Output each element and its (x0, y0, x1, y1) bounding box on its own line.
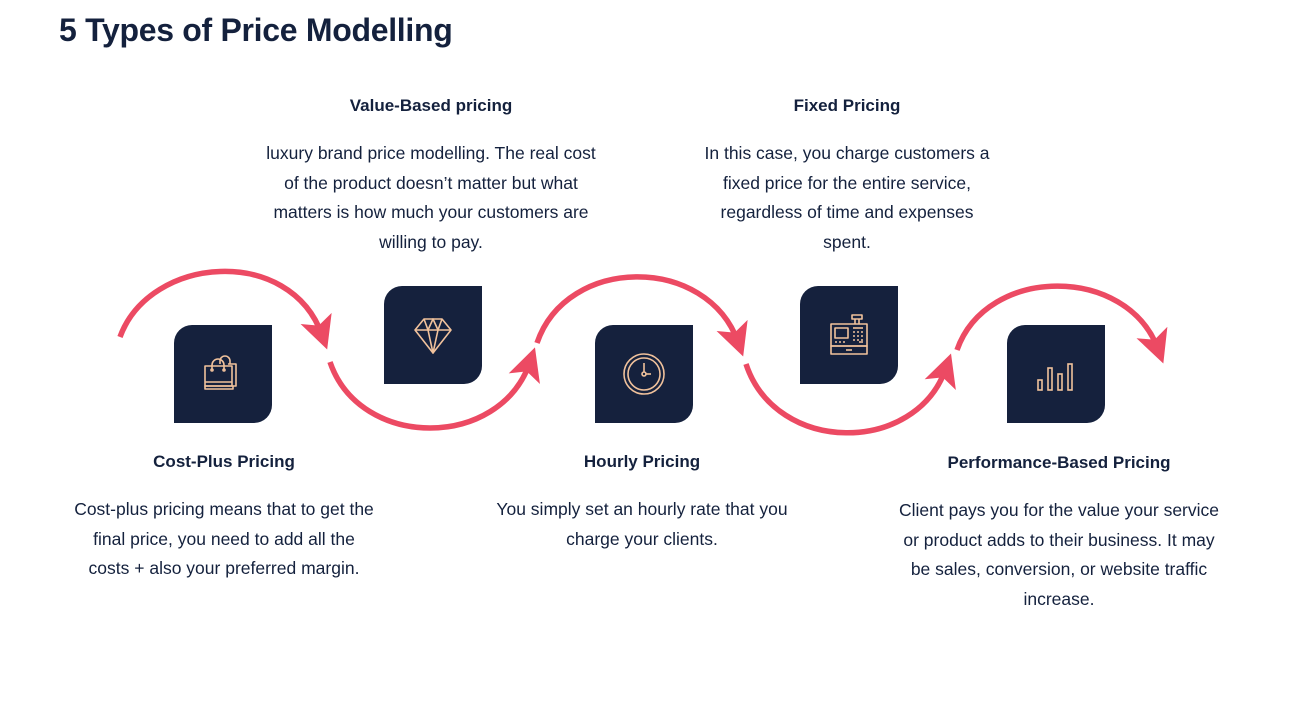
step-description: In this case, you charge customers a fix… (704, 143, 990, 252)
step-description: luxury brand price modelling. The real c… (266, 143, 596, 252)
step-2-icon-tile (384, 286, 482, 384)
step-4-icon-tile (800, 286, 898, 384)
arrow-arc-3 (534, 274, 748, 357)
arrow-arc-1 (117, 268, 332, 350)
arrow-arc-4 (743, 353, 956, 436)
step-4-fixed: Fixed Pricing In this case, you charge c… (697, 95, 997, 257)
step-5-performance: Performance-Based Pricing Client pays yo… (898, 452, 1220, 614)
step-heading: Fixed Pricing (793, 96, 901, 115)
step-1-cost-plus: Cost-Plus Pricing Cost-plus pricing mean… (74, 451, 374, 584)
step-heading: Hourly Pricing (583, 452, 701, 471)
page-title: 5 Types of Price Modelling (59, 12, 453, 48)
step-3-hourly: Hourly Pricing You simply set an hourly … (492, 451, 792, 554)
step-description: Client pays you for the value your servi… (898, 500, 1220, 609)
step-5-icon-tile (1007, 325, 1105, 423)
step-2-value-based: Value-Based pricing luxury brand price m… (266, 95, 596, 257)
step-heading: Cost-Plus Pricing (153, 452, 295, 471)
arrow-arc-5 (954, 283, 1168, 364)
step-heading: Performance-Based Pricing (947, 453, 1171, 472)
step-3-icon-tile (595, 325, 693, 423)
step-1-icon-tile (174, 325, 272, 423)
step-description: Cost-plus pricing means that to get the … (74, 499, 374, 578)
bar-chart-icon (1037, 363, 1073, 391)
diamond-icon (414, 318, 452, 354)
shopping-bags-icon (204, 355, 237, 390)
arrow-arc-2 (327, 347, 540, 431)
clock-icon (623, 353, 665, 395)
cash-register-icon (830, 314, 868, 355)
step-heading: Value-Based pricing (349, 96, 513, 115)
step-description: You simply set an hourly rate that you c… (496, 499, 788, 549)
